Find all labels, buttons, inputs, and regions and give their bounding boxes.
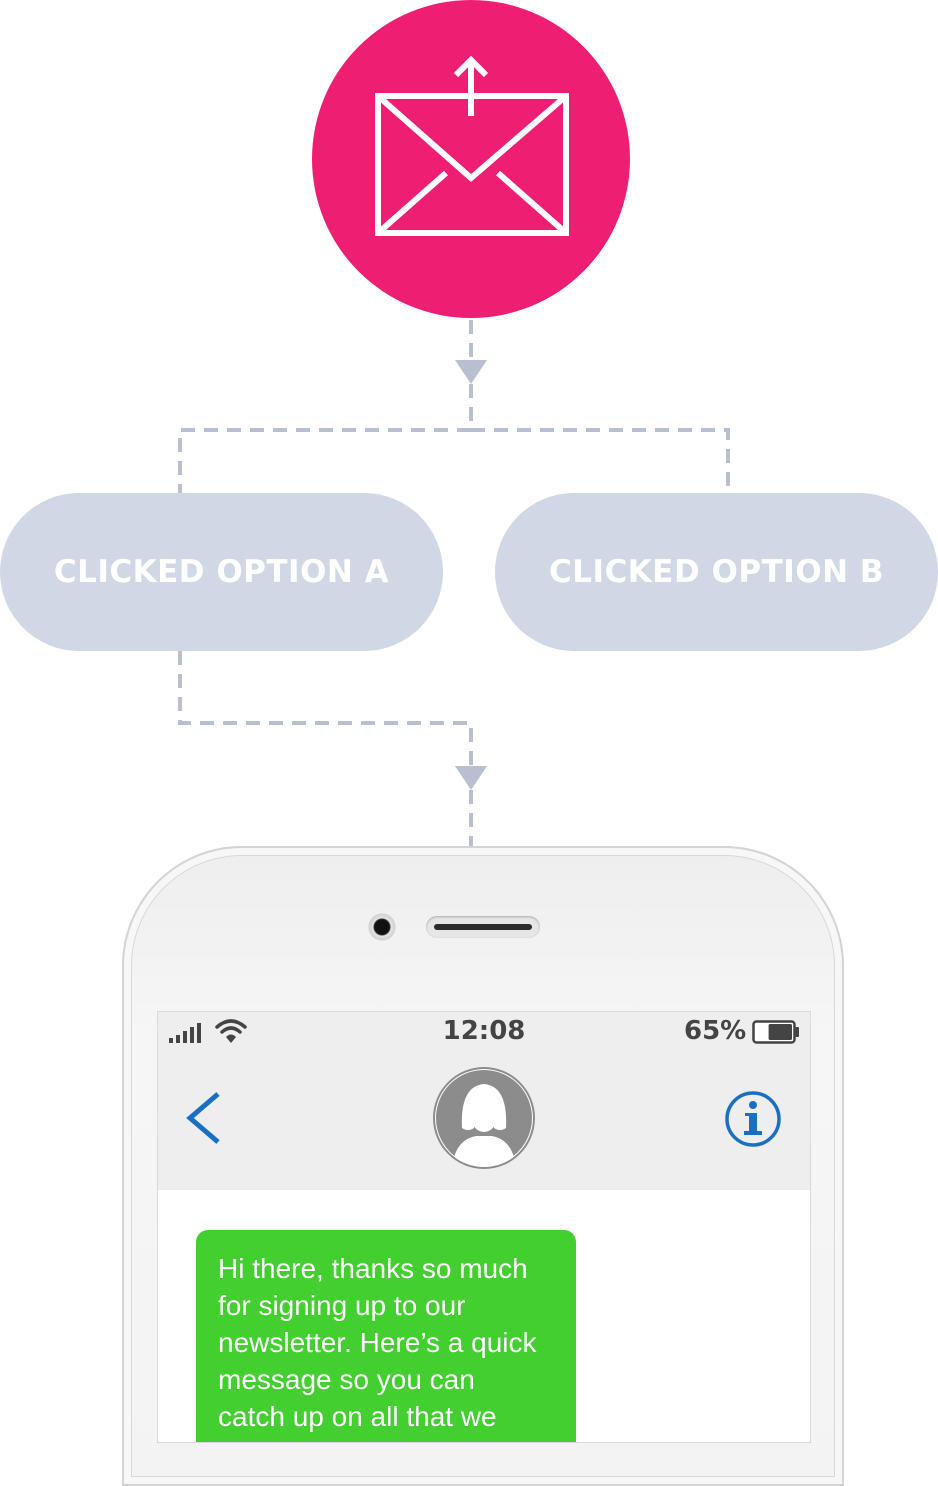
option-a-label: CLICKED OPTION A: [53, 554, 390, 590]
battery-icon: [752, 1020, 799, 1044]
wifi-icon: [215, 1019, 247, 1043]
option-a-node: CLICKED OPTION A: [0, 493, 443, 651]
message-bubble: Hi there, thanks so much for signing up …: [196, 1230, 576, 1442]
battery-percentage: 65%: [684, 1016, 747, 1046]
option-b-node: CLICKED OPTION B: [495, 493, 938, 651]
arrow-down-icon: [455, 766, 487, 790]
connector-to-option-b: [471, 428, 730, 493]
option-b-label: CLICKED OPTION B: [549, 554, 884, 590]
message-line: newsletter. Here’s a quick: [218, 1327, 537, 1358]
message-line: for signing up to our: [218, 1290, 466, 1321]
connector-to-option-a: [178, 384, 473, 493]
email-circle: [312, 0, 630, 318]
phone-screen: 12:08 65% Hi there, thanks so much for s…: [158, 1012, 810, 1442]
back-chevron-icon[interactable]: [184, 1090, 224, 1146]
email-node: [312, 0, 630, 318]
flow-connectors: [178, 320, 730, 846]
arrow-down-icon: [455, 360, 487, 384]
front-camera: [368, 913, 396, 941]
info-icon[interactable]: [724, 1090, 782, 1148]
arrow-head: [453, 55, 489, 78]
battery-fill: [768, 1024, 792, 1040]
message-line: Hi there, thanks so much: [218, 1253, 528, 1284]
envelope-flap: [376, 93, 568, 182]
message-line: message so you can: [218, 1364, 475, 1395]
cellular-signal-icon: [169, 1023, 201, 1043]
email-send-icon: [312, 0, 630, 318]
status-time: 12:08: [442, 1016, 526, 1046]
contact-avatar-icon[interactable]: [432, 1066, 536, 1170]
connector-option-a-to-phone: [178, 651, 473, 765]
earpiece-speaker: [426, 916, 540, 938]
message-line: catch up on all that we: [218, 1401, 497, 1432]
